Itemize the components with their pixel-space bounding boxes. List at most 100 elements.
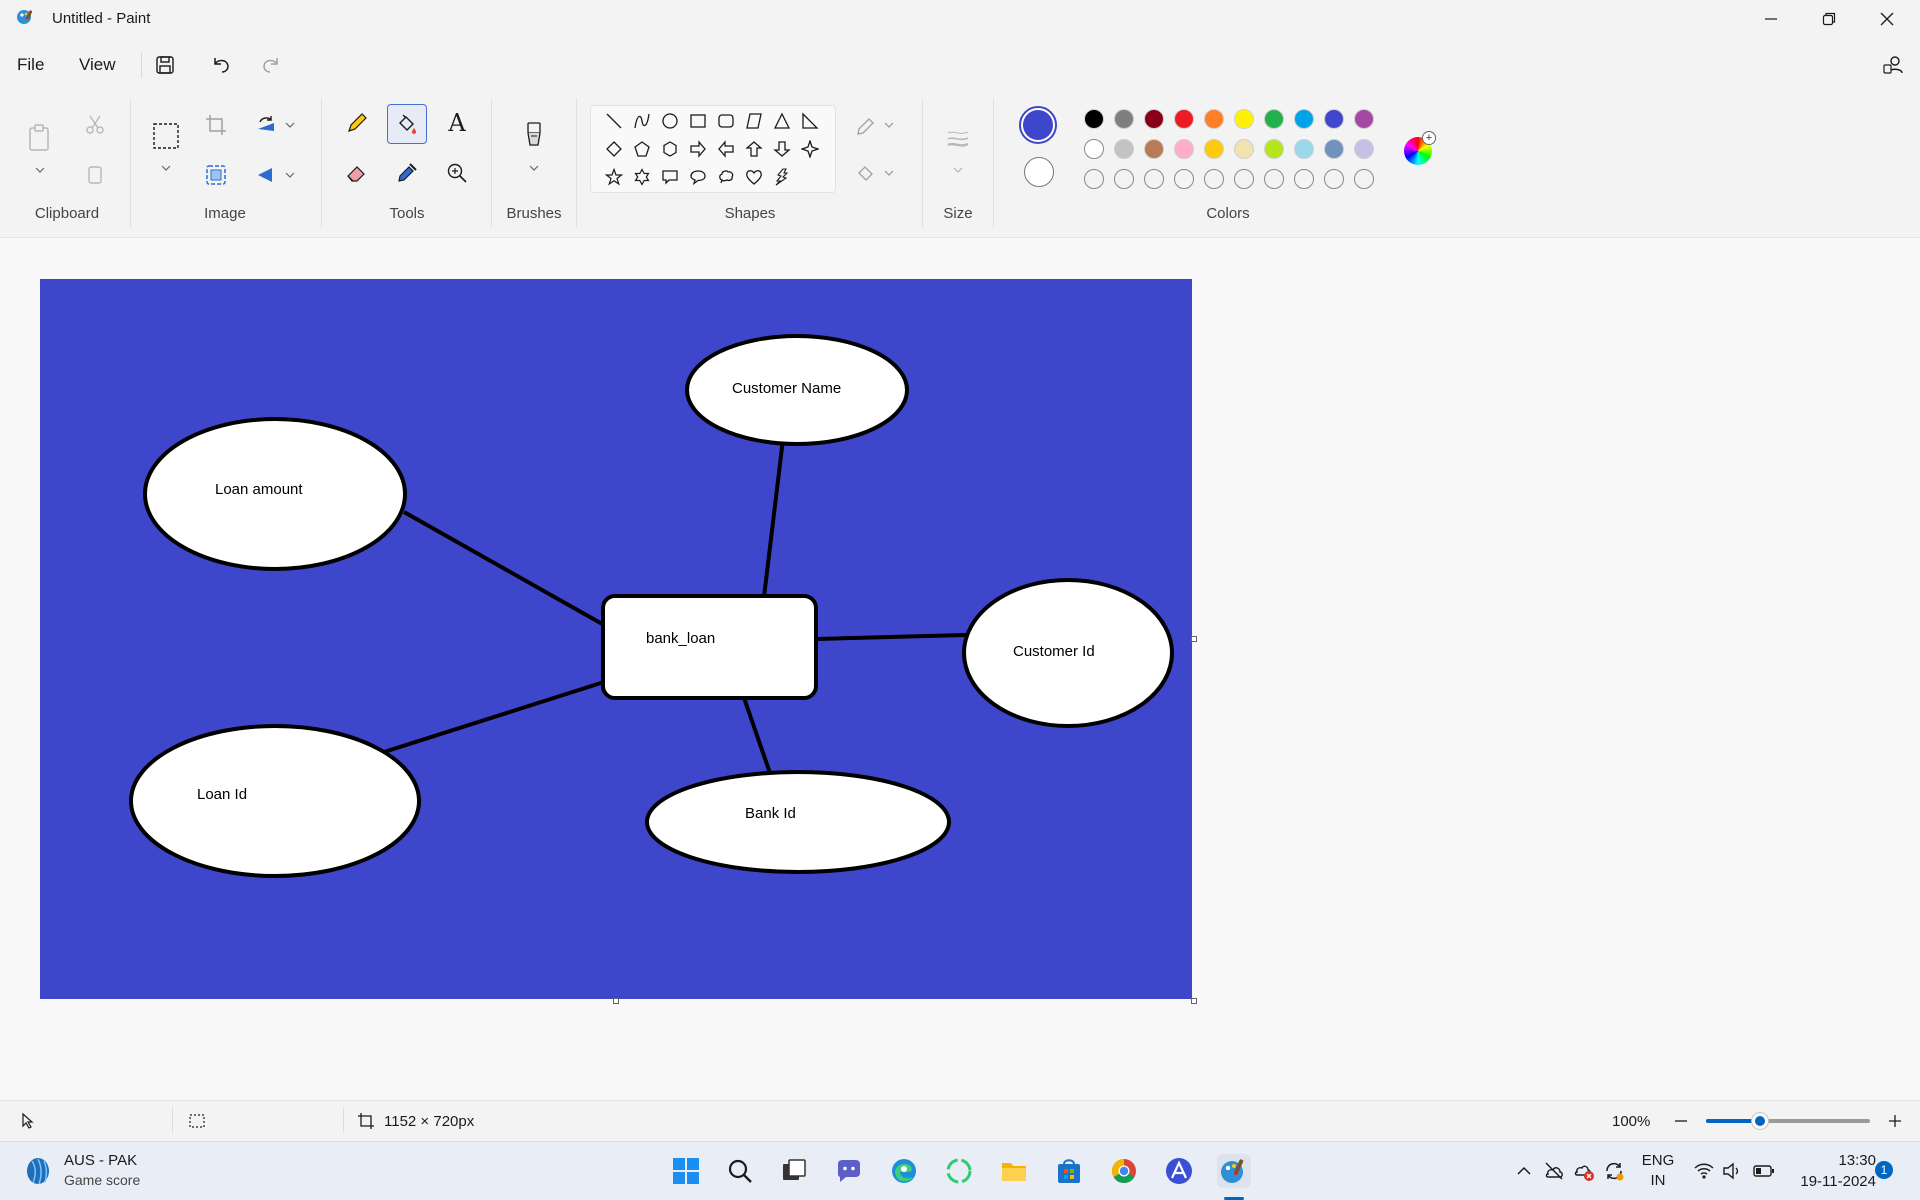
edge-browser-button[interactable] — [887, 1154, 921, 1188]
lightning-shape[interactable] — [769, 164, 795, 190]
edit-colors-button[interactable]: + — [1404, 131, 1436, 165]
microsoft-store-button[interactable] — [1052, 1154, 1086, 1188]
palette-color-swatch[interactable] — [1354, 109, 1374, 129]
zoom-out-button[interactable] — [1672, 1112, 1690, 1130]
paste-dropdown-icon[interactable] — [34, 164, 46, 176]
teams-chat-button[interactable] — [832, 1154, 866, 1188]
polygon-shape[interactable] — [741, 108, 767, 134]
canvas-resize-handle-corner[interactable] — [1191, 998, 1197, 1004]
clock-date[interactable]: 19-11-2024 — [1800, 1173, 1876, 1190]
primary-color-button[interactable] — [1019, 106, 1057, 144]
view-menu[interactable]: View — [79, 55, 116, 74]
sync-error-button[interactable] — [1573, 1160, 1595, 1182]
zoom-in-button[interactable] — [1886, 1112, 1904, 1130]
palette-color-swatch[interactable] — [1264, 109, 1284, 129]
custom-color-slot[interactable] — [1294, 169, 1314, 189]
palette-color-swatch[interactable] — [1324, 139, 1344, 159]
flip-button[interactable] — [249, 158, 283, 192]
palette-color-swatch[interactable] — [1234, 139, 1254, 159]
hexagon-shape[interactable] — [657, 136, 683, 162]
custom-color-slot[interactable] — [1204, 169, 1224, 189]
palette-color-swatch[interactable] — [1084, 139, 1104, 159]
heart-shape[interactable] — [741, 164, 767, 190]
canvas-resize-handle-right[interactable] — [1191, 636, 1197, 642]
left-arrow-shape[interactable] — [713, 136, 739, 162]
diamond-shape[interactable] — [601, 136, 627, 162]
oval-shape[interactable] — [657, 108, 683, 134]
account-button[interactable] — [1880, 52, 1906, 78]
rotate-dropdown-icon[interactable] — [284, 119, 296, 131]
custom-color-slot[interactable] — [1234, 169, 1254, 189]
save-button[interactable] — [152, 52, 178, 78]
zoom-level-text[interactable]: 100% — [1612, 1113, 1651, 1130]
redo-button[interactable] — [258, 52, 284, 78]
text-tool[interactable]: A — [440, 106, 474, 140]
chrome-browser-button[interactable] — [1107, 1154, 1141, 1188]
language-indicator-line2[interactable]: IN — [1650, 1172, 1666, 1189]
line-shape[interactable] — [601, 108, 627, 134]
resize-button[interactable] — [199, 158, 233, 192]
rounded-rectangle-shape[interactable] — [713, 108, 739, 134]
six-point-star-shape[interactable] — [629, 164, 655, 190]
custom-color-slot[interactable] — [1114, 169, 1134, 189]
five-point-star-shape[interactable] — [601, 164, 627, 190]
size-button[interactable] — [941, 122, 975, 156]
widget-subtitle[interactable]: Game score — [64, 1172, 141, 1188]
triangle-shape[interactable] — [769, 108, 795, 134]
palette-color-swatch[interactable] — [1324, 109, 1344, 129]
magnifier-tool[interactable] — [440, 156, 474, 190]
brushes-dropdown-icon[interactable] — [528, 162, 540, 174]
file-menu[interactable]: File — [17, 55, 45, 74]
curve-shape[interactable] — [629, 108, 655, 134]
flip-dropdown-icon[interactable] — [284, 169, 296, 181]
zoom-slider-thumb[interactable] — [1752, 1113, 1769, 1129]
palette-color-swatch[interactable] — [1144, 109, 1164, 129]
custom-color-slot[interactable] — [1264, 169, 1284, 189]
volume-button[interactable] — [1721, 1160, 1743, 1182]
undo-button[interactable] — [208, 52, 234, 78]
battery-button[interactable] — [1752, 1160, 1776, 1182]
clock-time[interactable]: 13:30 — [1838, 1152, 1876, 1169]
palette-color-swatch[interactable] — [1144, 139, 1164, 159]
notification-badge[interactable]: 1 — [1875, 1161, 1893, 1179]
close-window-button[interactable] — [1858, 0, 1916, 38]
palette-color-swatch[interactable] — [1174, 109, 1194, 129]
network-button[interactable] — [1693, 1160, 1715, 1182]
select-button[interactable] — [148, 118, 184, 154]
four-point-star-shape[interactable] — [797, 136, 823, 162]
sync-app-button[interactable] — [942, 1154, 976, 1188]
secondary-color-button[interactable] — [1024, 157, 1054, 187]
custom-color-slot[interactable] — [1144, 169, 1164, 189]
canvas-resize-handle-bottom[interactable] — [613, 998, 619, 1004]
eraser-tool[interactable] — [340, 156, 374, 190]
right-arrow-shape[interactable] — [685, 136, 711, 162]
custom-color-slot[interactable] — [1354, 169, 1374, 189]
pentagon-shape[interactable] — [629, 136, 655, 162]
fill-shape-button[interactable] — [852, 156, 898, 190]
palette-color-swatch[interactable] — [1294, 109, 1314, 129]
down-arrow-shape[interactable] — [769, 136, 795, 162]
custom-color-slot[interactable] — [1324, 169, 1344, 189]
rectangle-shape[interactable] — [685, 108, 711, 134]
paint-taskbar-button[interactable] — [1217, 1154, 1251, 1188]
onedrive-button[interactable] — [1543, 1160, 1565, 1182]
palette-color-swatch[interactable] — [1174, 139, 1194, 159]
update-button[interactable] — [1603, 1160, 1625, 1182]
language-indicator-line1[interactable]: ENG — [1641, 1152, 1675, 1169]
oval-callout-shape[interactable] — [685, 164, 711, 190]
fill-tool[interactable] — [387, 104, 427, 144]
color-picker-tool[interactable] — [390, 156, 424, 190]
task-view-button[interactable] — [777, 1154, 811, 1188]
minimize-button[interactable] — [1742, 0, 1800, 38]
palette-color-swatch[interactable] — [1264, 139, 1284, 159]
palette-color-swatch[interactable] — [1294, 139, 1314, 159]
show-hidden-icons-button[interactable] — [1514, 1161, 1534, 1181]
widget-title[interactable]: AUS - PAK — [64, 1152, 138, 1169]
paste-button[interactable] — [22, 118, 56, 158]
cloud-callout-shape[interactable] — [713, 164, 739, 190]
palette-color-swatch[interactable] — [1354, 139, 1374, 159]
crop-button[interactable] — [199, 108, 233, 142]
palette-color-swatch[interactable] — [1114, 109, 1134, 129]
palette-color-swatch[interactable] — [1204, 109, 1224, 129]
custom-color-slot[interactable] — [1174, 169, 1194, 189]
